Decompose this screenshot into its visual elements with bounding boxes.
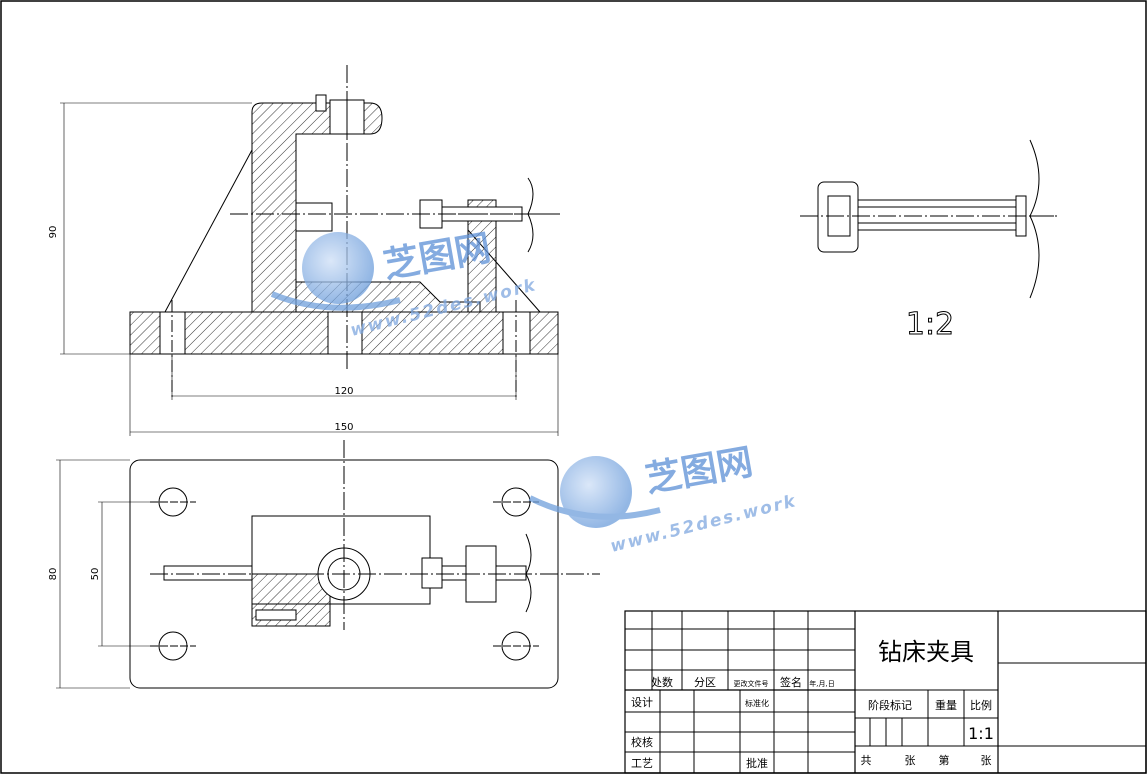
watermark-2: 芝图网 www.52des.work [528, 442, 799, 557]
row-label-approve: 批准 [746, 756, 768, 770]
dim-front-height: 90 [48, 226, 59, 239]
rev-label-change-doc: 更改文件号 [734, 679, 769, 688]
dim-front-width: 150 [334, 422, 353, 433]
dim-front-hole-span: 120 [334, 386, 353, 397]
sheet-total-label: 共 [861, 754, 872, 767]
row-label-standardization: 标准化 [745, 698, 769, 708]
title-block [624, 610, 1147, 774]
rev-label-date: 年,月,日 [809, 679, 834, 688]
top-view [56, 440, 600, 689]
scale-label: 比例 [970, 698, 992, 712]
watermark-brand-2: 芝图网 [642, 442, 755, 501]
watermark-globe-icon [302, 232, 374, 304]
sheet-index-label: 第 [939, 753, 950, 767]
rev-label-count: 处数 [651, 676, 673, 689]
weight-label: 重量 [935, 698, 957, 712]
rev-label-zone: 分区 [694, 676, 716, 689]
side-view [800, 139, 1060, 299]
front-view [60, 65, 560, 436]
side-view-scale-label: 1:2 [906, 307, 954, 342]
stage-mark-label: 阶段标记 [868, 698, 912, 712]
row-label-design: 设计 [631, 696, 653, 709]
scale-value: 1:1 [968, 724, 994, 743]
dim-top-height: 80 [48, 568, 59, 581]
row-label-check: 校核 [631, 735, 653, 749]
rev-label-signature: 签名 [780, 675, 802, 689]
sheet-unit2-label: 张 [981, 754, 992, 767]
watermark-globe-icon [560, 456, 632, 528]
sheet-unit-label: 张 [905, 754, 916, 767]
dim-top-hole-span: 50 [90, 568, 101, 581]
drawing-title: 钻床夹具 [878, 638, 974, 666]
row-label-process: 工艺 [631, 757, 653, 770]
watermark-url-2: www.52des.work [608, 491, 799, 557]
